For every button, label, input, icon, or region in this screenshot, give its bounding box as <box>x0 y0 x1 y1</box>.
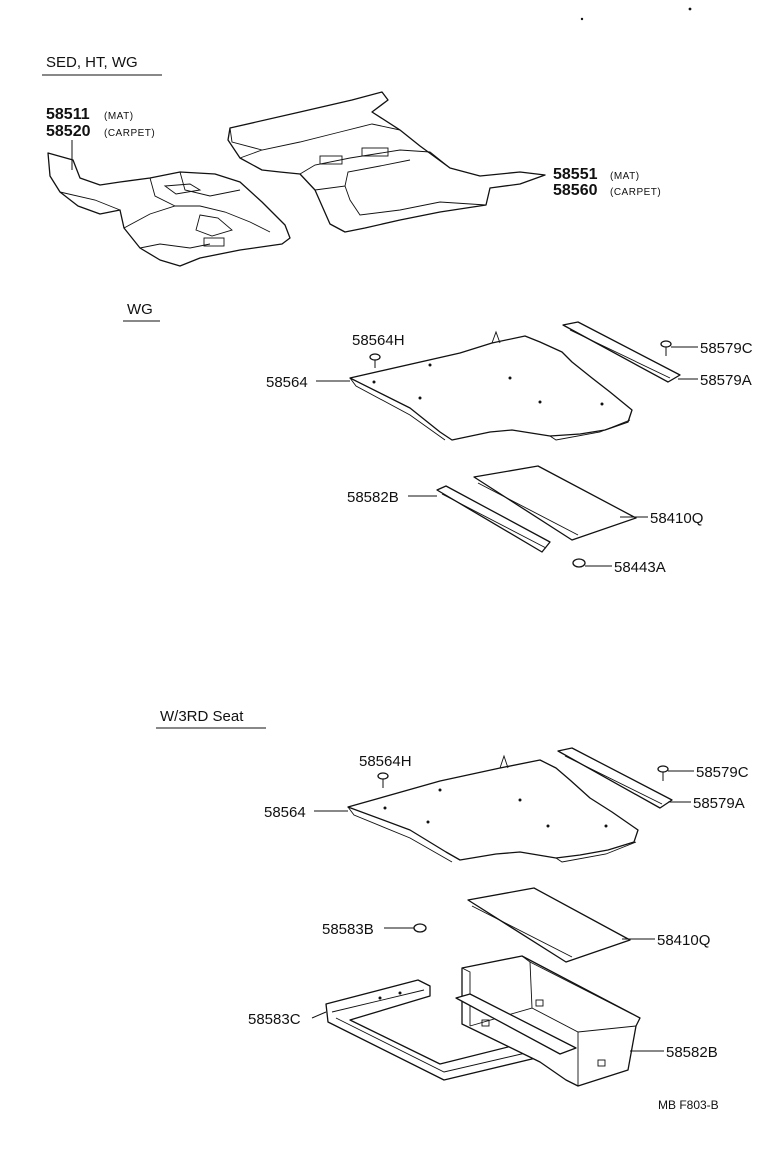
label-w3-58583b: 58583B <box>322 921 374 938</box>
note-mat-front: (MAT) <box>104 111 134 122</box>
wg-deck-board <box>349 330 633 441</box>
note-mat-rear: (MAT) <box>610 171 640 182</box>
w3-deck-board <box>347 754 639 863</box>
rear-floor-mat <box>227 91 546 233</box>
label-58551: 58551 <box>553 166 598 183</box>
w3-frame-58583c <box>325 979 541 1081</box>
label-wg-58582b: 58582B <box>347 489 399 506</box>
note-carpet-front: (CARPET) <box>104 128 155 139</box>
w3-strip-58579a <box>557 747 673 809</box>
w3-screw-58579c <box>657 765 669 781</box>
label-w3-58582b: 58582B <box>666 1044 718 1061</box>
label-w3-58583c: 58583C <box>248 1011 301 1028</box>
label-w3-58564h: 58564H <box>359 753 412 770</box>
section-title-sed: SED, HT, WG <box>46 54 138 71</box>
section-title-w3rd: W/3RD Seat <box>160 708 244 725</box>
w3-cover-58410q <box>467 887 631 963</box>
label-wg-58579a: 58579A <box>700 372 752 389</box>
w3-button-58583b <box>413 923 427 933</box>
wg-clip-58564h <box>369 353 381 368</box>
label-58520: 58520 <box>46 123 91 140</box>
label-wg-58410q: 58410Q <box>650 510 703 527</box>
w3-clip-58564h <box>377 772 389 788</box>
leader-w3-58583c <box>311 1011 327 1019</box>
label-w3-58579c: 58579C <box>696 764 749 781</box>
label-w3-58564: 58564 <box>264 804 306 821</box>
speck <box>688 7 692 11</box>
label-wg-58564: 58564 <box>266 374 308 391</box>
label-w3-58579a: 58579A <box>693 795 745 812</box>
label-wg-58579c: 58579C <box>700 340 753 357</box>
front-floor-mat <box>47 152 291 267</box>
label-wg-58564h: 58564H <box>352 332 405 349</box>
wg-button-58443a <box>572 558 586 568</box>
wg-strip-58579a <box>562 321 681 383</box>
label-58511: 58511 <box>46 106 90 123</box>
speck <box>580 17 584 21</box>
note-carpet-rear: (CARPET) <box>610 187 661 198</box>
wg-rail-58582b <box>436 485 551 553</box>
wg-cover-58410q <box>473 465 637 541</box>
diagram-code: MB F803-B <box>658 1098 719 1112</box>
label-58560: 58560 <box>553 182 598 199</box>
wg-screw-58579c <box>660 340 672 356</box>
label-wg-58443a: 58443A <box>614 559 666 576</box>
w3-box-58582b <box>455 955 641 1087</box>
label-w3-58410q: 58410Q <box>657 932 710 949</box>
section-title-wg: WG <box>127 301 153 318</box>
